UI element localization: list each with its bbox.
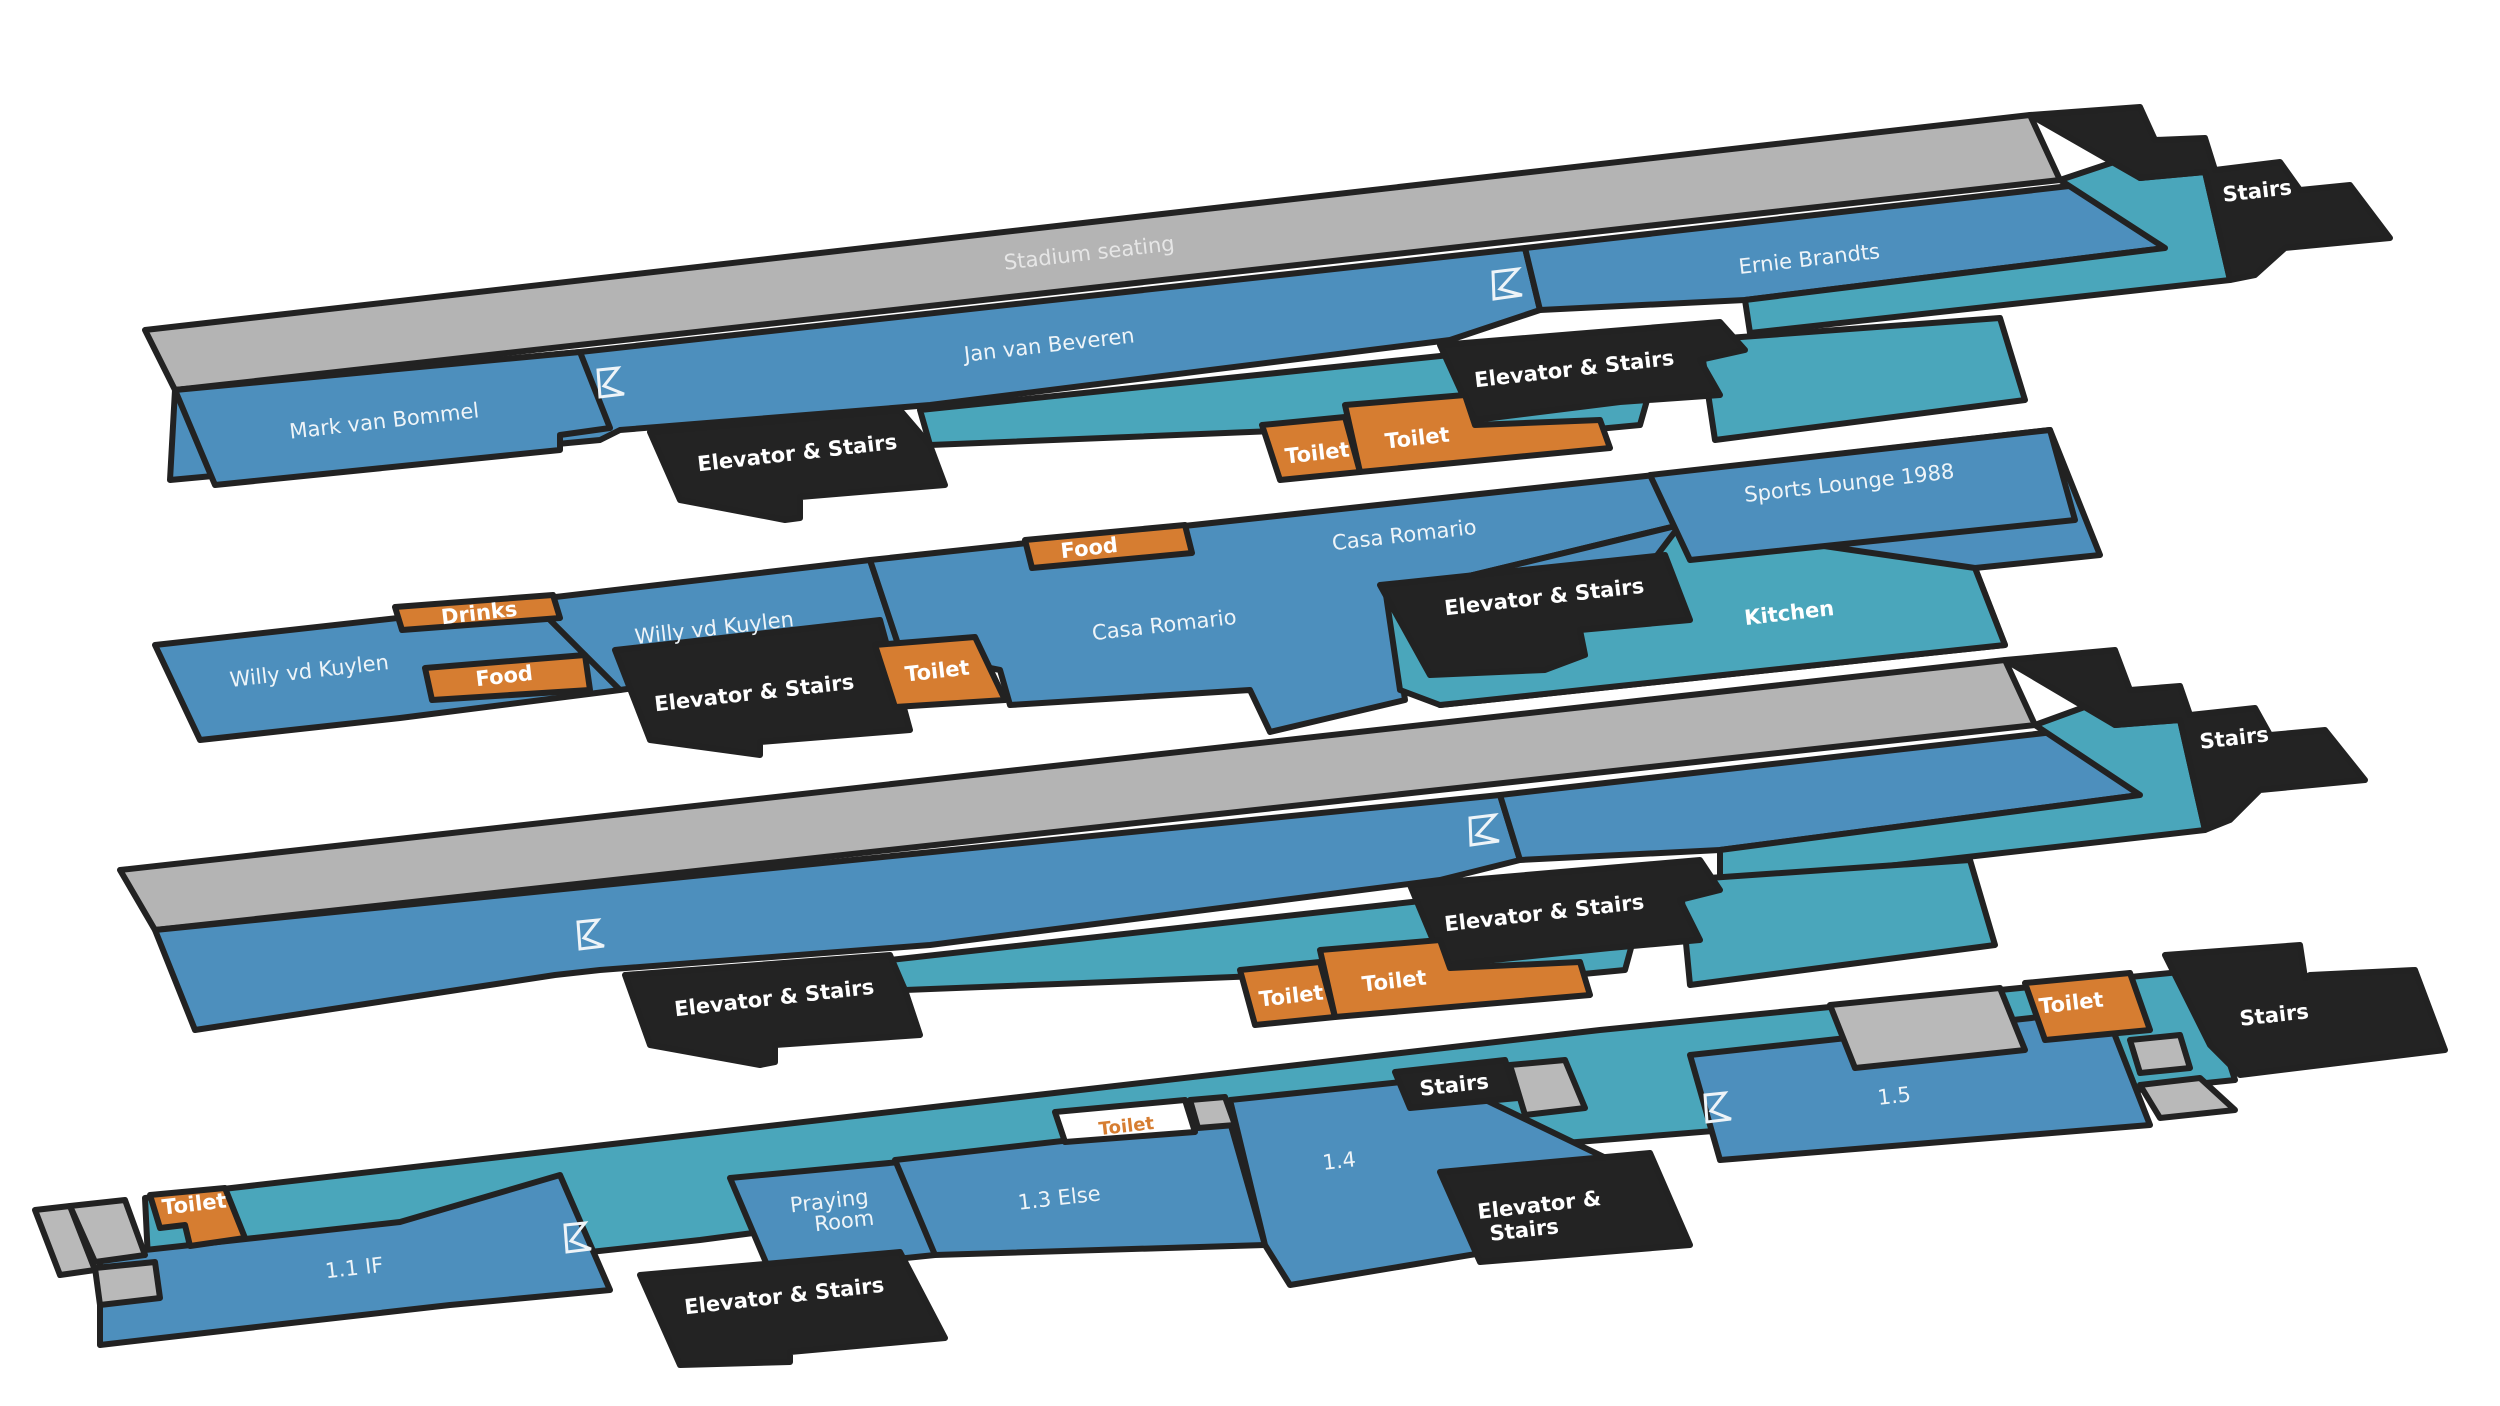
stairs-right-f1[interactable] xyxy=(2162,942,2448,1078)
stairs-small-f1[interactable] xyxy=(1392,1057,1521,1111)
toilet-left-f1[interactable] xyxy=(147,1185,248,1249)
floor-4: Stadium seating Jan van Beveren Ernie Br… xyxy=(142,104,2393,523)
floor-3: Willy vd Kuylen Willy vd Kuylen Drinks F… xyxy=(152,427,2103,758)
room-1-1-if[interactable] xyxy=(97,1172,613,1348)
room-1-5-label: 1.5 xyxy=(1876,1082,1912,1110)
elevator-stairs-left-f4[interactable] xyxy=(647,407,948,523)
floor1-grey-right-a[interactable] xyxy=(2127,1032,2193,1076)
toilet-b-f4[interactable] xyxy=(1342,392,1613,475)
door-icon xyxy=(1468,813,1500,847)
floor4-corridor-east[interactable] xyxy=(1697,315,2028,443)
toilet-f3[interactable] xyxy=(872,634,1008,710)
door-icon xyxy=(596,366,625,399)
elevator-stairs-left-f1[interactable] xyxy=(637,1249,948,1368)
toilet-b-f2[interactable] xyxy=(1317,937,1593,1020)
food-left-f3[interactable] xyxy=(422,652,593,703)
elevator-stairs-left-f2[interactable] xyxy=(622,952,923,1068)
floor1-grey-left-b[interactable] xyxy=(67,1197,148,1265)
floor-2: Elevator & Stairs Elevator & Stairs Stai… xyxy=(117,647,2368,1068)
elevator-stairs-right-f3[interactable] xyxy=(1377,552,1693,678)
door-icon xyxy=(563,1221,592,1254)
door-icon xyxy=(576,918,605,951)
elevator-stairs-left-f3[interactable] xyxy=(612,617,913,758)
stairs-block-f2[interactable] xyxy=(2002,647,2368,833)
food-top-f3[interactable] xyxy=(1022,522,1195,571)
mark-van-bommel-room[interactable] xyxy=(172,349,613,488)
door-icon xyxy=(1491,267,1523,301)
floor2-corridor-east[interactable] xyxy=(1677,857,1998,988)
door-icon xyxy=(1703,1091,1732,1124)
drinks-f3[interactable] xyxy=(392,592,563,633)
sports-lounge-1988-room[interactable] xyxy=(1647,427,2078,563)
elevator-stairs-right-f1[interactable] xyxy=(1437,1150,1693,1265)
toilet-right-f1[interactable] xyxy=(2022,970,2153,1043)
floor-1: Toilet 1.1 IF Praying Room 1.3 Else 1.4 … xyxy=(32,942,2448,1368)
stairs-block[interactable] xyxy=(2027,104,2393,283)
floor1-grey-left-c[interactable] xyxy=(92,1259,163,1308)
floor1-grey-small[interactable] xyxy=(1187,1094,1238,1131)
floor1-grey-mid[interactable] xyxy=(1827,985,2028,1071)
toilet-small-area[interactable] xyxy=(1052,1097,1198,1145)
room-1-4-label: 1.4 xyxy=(1321,1147,1357,1175)
floor1-grey-right-b[interactable] xyxy=(2137,1075,2238,1121)
